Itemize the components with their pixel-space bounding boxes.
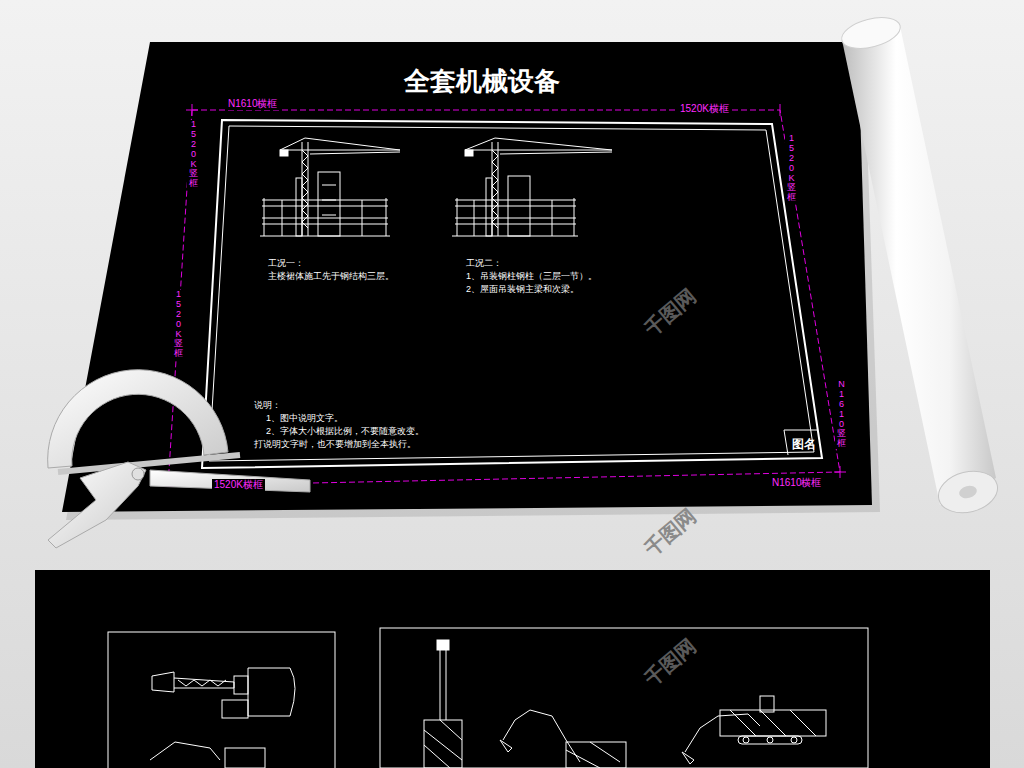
dimension-label: 1520K竖框 (785, 134, 798, 203)
dimension-label: 1520K横框 (678, 103, 731, 115)
note-text: 2、屋面吊装钢主梁和次梁。 (466, 284, 579, 295)
sheet-title: 全套机械设备 (404, 66, 560, 97)
note-heading: 说明： (254, 400, 281, 411)
watermark: 千图网 (639, 634, 700, 691)
title-frame (202, 120, 822, 468)
dimension-label: N1610竖框 (835, 380, 848, 449)
dimension-label: 1520K横框 (212, 479, 265, 491)
dimension-label: N1610横框 (226, 98, 279, 110)
note-heading: 工况一： (268, 258, 304, 269)
watermark: 千图网 (639, 504, 700, 561)
preview-panel (35, 570, 990, 768)
tower-crane (452, 138, 612, 236)
dimension-frame (162, 104, 846, 486)
drawing-sheet (62, 42, 872, 512)
note-text: 主楼裙体施工先于钢结构三层。 (268, 271, 394, 282)
note-text: 打说明文字时，也不要增加到全本执行。 (254, 439, 416, 450)
note-text: 1、图中说明文字。 (266, 413, 343, 424)
note-text: 2、字体大小根据比例，不要随意改变。 (266, 426, 424, 437)
watermark: 千图网 (639, 284, 700, 341)
dimension-label: N1610横框 (770, 477, 823, 489)
drawing-name: 图名 (792, 437, 816, 451)
tower-crane (260, 138, 400, 236)
dimension-label: 1520K竖框 (187, 120, 200, 189)
paper-roll (839, 12, 1002, 519)
note-heading: 工况二： (466, 258, 502, 269)
protractor (48, 370, 310, 548)
note-text: 1、吊装钢柱钢柱（三层一节）。 (466, 271, 597, 282)
dimension-label: 1520K竖框 (172, 290, 185, 359)
machine-drawings (108, 628, 868, 768)
